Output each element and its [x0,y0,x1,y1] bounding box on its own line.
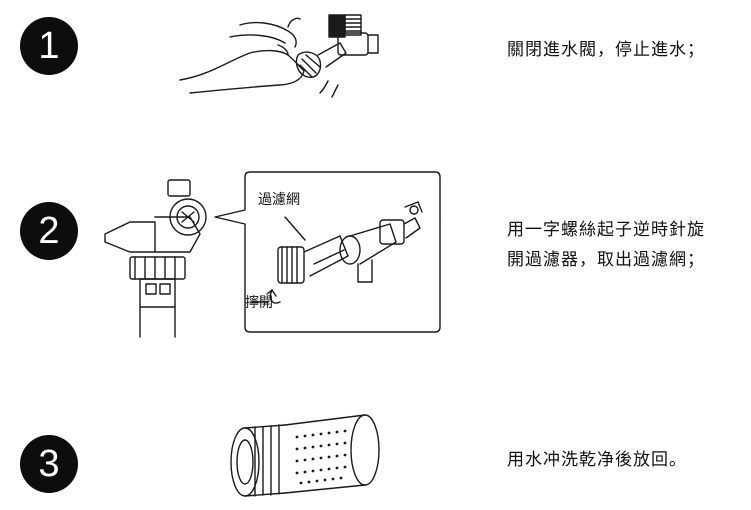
hand-closing-valve-icon [179,14,379,98]
step-3: 3 用水冲洗乾净後放回。 [0,405,751,510]
step-2-text: 用一字螺絲起子逆時針旋 開過濾器，取出過濾網； [507,220,705,270]
step-number-badge: 1 [20,17,78,75]
step-1-text: 關閉進水閥，停止進水； [507,40,705,60]
step-3-text: 用水冲洗乾净後放回。 [507,450,687,470]
step-2: 2 [0,160,751,340]
filter-mesh-icon [230,414,380,497]
step-number-badge: 2 [20,202,78,260]
step-number-badge: 3 [20,435,78,493]
valve-filter-removal-icon: 過濾網 擰開 [104,171,441,338]
step-1: 1 關閉進水閥，停止進水； [0,0,751,130]
filter-mesh-label: 過濾網 [258,192,300,208]
unscrew-label: 擰開 [245,295,273,311]
